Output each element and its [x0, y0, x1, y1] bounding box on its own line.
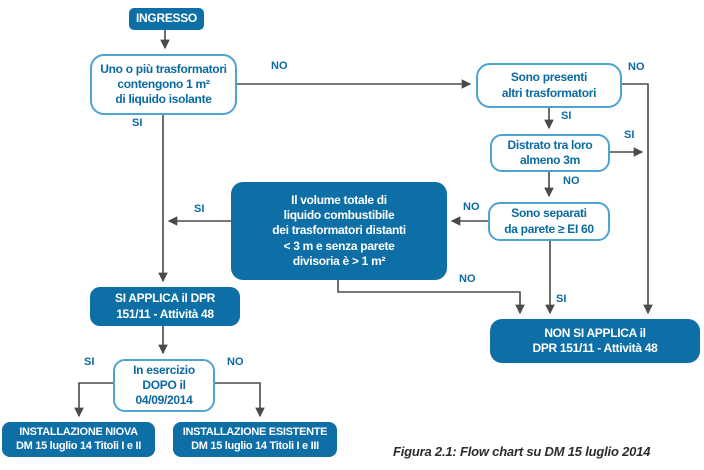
node-si-applica-dpr: SI APPLICA il DPR 151/11 - Attività 48 [90, 287, 240, 326]
edge-label-liquido-si: SI [132, 117, 143, 129]
node-question-distanza-3m: Distrato tra loro almeno 3m [490, 134, 610, 172]
node-installazione-nuova: INSTALLAZIONE NIOVA DM 15 luglio 14 Tito… [2, 422, 155, 457]
edge-label-distanza-si: SI [624, 129, 635, 141]
edge-label-altri-si: SI [561, 110, 572, 122]
node-question-parete-ei60: Sono separati da parete ≥ EI 60 [488, 202, 610, 241]
edge-label-esercizio-si: SI [84, 356, 95, 368]
figure-caption: Figura 2.1: Flow chart su DM 15 luglio 2… [393, 444, 651, 459]
edge-label-volume-si: SI [194, 203, 205, 215]
node-non-si-applica-dpr: NON SI APPLICA il DPR 151/11 - Attività … [490, 319, 700, 363]
edge-altri-no-rail [620, 83, 653, 315]
edge-label-volume-no: NO [459, 273, 476, 285]
edge-esercizio-no-to-esistente [215, 382, 265, 418]
node-question-liquido-isolante: Uno o più trasformatori contengono 1 m² … [90, 54, 237, 115]
node-question-altri-trasformatori: Sono presenti altri trasformatori [476, 63, 622, 108]
edge-label-esercizio-no: NO [227, 356, 244, 368]
edge-label-altri-no: NO [628, 61, 645, 73]
edge-label-parete-si: SI [556, 293, 567, 305]
node-installazione-esistente: INSTALLAZIONE ESISTENTE DM 15 luglio 14 … [173, 422, 337, 457]
edge-label-distanza-no: NO [563, 175, 580, 187]
node-volume-totale: Il volume totale di liquido combustibile… [231, 182, 447, 280]
edge-esercizio-si-to-nuova [74, 382, 113, 418]
node-question-in-esercizio: In esercizio DOPO il 04/09/2014 [113, 359, 215, 412]
node-ingresso: INGRESSO [129, 8, 204, 30]
edge-label-parete-no: NO [463, 201, 480, 213]
edge-volume-no-to-nonapplica [337, 280, 525, 315]
edge-label-liquido-no: NO [271, 60, 288, 72]
